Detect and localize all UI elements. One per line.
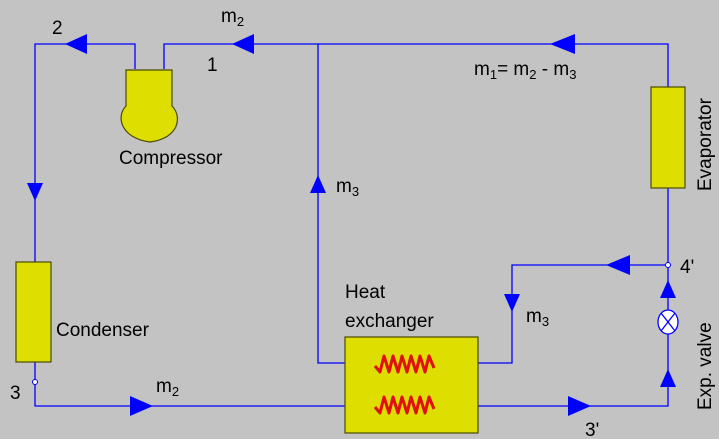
flow-arrow-left [232, 34, 254, 54]
state-point-3-label: 3 [10, 383, 21, 404]
flow-arrow-left [606, 255, 630, 275]
mass-balance-equation: m1= m2 - m3 [474, 59, 576, 82]
state-point-3-dot [32, 379, 38, 385]
state-point-4prime-label: 4' [680, 257, 694, 278]
pipe-hx-to-valve [478, 334, 669, 407]
pipe-junction-to-hx [478, 264, 668, 364]
mass-flow-m2-top-label: m2 [221, 6, 244, 29]
flow-arrow-down [27, 183, 43, 201]
flow-arrow-left [550, 34, 575, 54]
state-point-4prime-dot [665, 262, 671, 268]
pipe-bypass-up [317, 44, 345, 364]
heat-exchanger-coil-bottom [373, 395, 436, 415]
state-point-2-label: 2 [52, 18, 63, 39]
flow-arrow-right [568, 396, 591, 416]
mass-flow-m3-right-label: m3 [526, 306, 549, 329]
heat-exchanger-box [344, 336, 479, 434]
evaporator-label: Evaporator [695, 97, 716, 191]
heat-exchanger-label-line2: exchanger [345, 311, 434, 332]
pipe-evaporator-to-compressor [163, 43, 669, 87]
mass-flow-m2-bottom-label: m2 [156, 376, 179, 399]
compressor-label: Compressor [119, 148, 223, 169]
state-point-3prime-label: 3' [585, 420, 599, 439]
condenser-label: Condenser [56, 320, 150, 341]
flow-arrow-right [130, 396, 153, 416]
evaporator-box [650, 86, 686, 189]
flow-arrow-up [310, 175, 326, 193]
pipe-condenser-outlet [34, 362, 345, 407]
condenser-box [15, 261, 52, 363]
expansion-valve-symbol [657, 309, 679, 335]
flow-arrow-down [504, 294, 520, 312]
flow-arrow-left [65, 34, 87, 54]
heat-exchanger-coil-top [373, 354, 436, 374]
expansion-valve-label: Exp. valve [695, 322, 716, 410]
compressor-symbol [120, 69, 179, 143]
flow-arrow-up [660, 369, 676, 387]
heat-exchanger-label-line1: Heat [345, 282, 386, 303]
flow-arrow-up [660, 280, 676, 298]
mass-flow-m3-left-label: m3 [336, 176, 359, 199]
state-point-1-label: 1 [207, 55, 218, 76]
